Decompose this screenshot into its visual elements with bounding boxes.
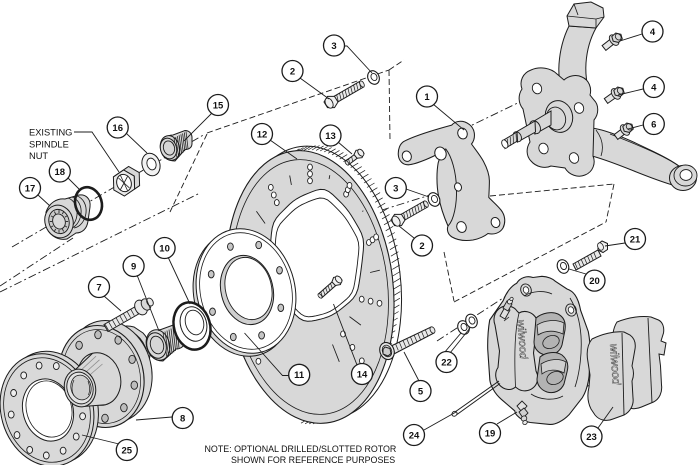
svg-text:15: 15 [213,100,224,111]
svg-text:4: 4 [651,82,657,93]
svg-text:23: 23 [586,432,597,443]
svg-text:22: 22 [441,357,452,368]
svg-text:8: 8 [180,413,185,424]
svg-text:wilwood: wilwood [607,343,622,385]
svg-text:6: 6 [651,119,656,130]
svg-text:10: 10 [159,243,170,254]
svg-text:NOTE: OPTIONAL DRILLED/SLOTTED: NOTE: OPTIONAL DRILLED/SLOTTED ROTOR [205,444,397,454]
svg-text:NUT: NUT [29,151,48,161]
svg-text:SHOWN FOR REFERENCE PURPOSES: SHOWN FOR REFERENCE PURPOSES [231,455,395,465]
svg-text:25: 25 [122,445,133,456]
svg-text:3: 3 [331,41,336,52]
svg-text:20: 20 [589,276,600,287]
svg-text:9: 9 [131,261,136,272]
svg-text:2: 2 [419,241,424,252]
svg-text:SPINDLE: SPINDLE [29,140,69,150]
svg-text:EXISTING: EXISTING [29,128,72,138]
svg-text:5: 5 [418,386,424,397]
svg-text:7: 7 [96,282,101,293]
svg-text:19: 19 [485,428,496,439]
svg-text:24: 24 [409,430,420,441]
svg-text:3: 3 [393,183,398,194]
svg-text:18: 18 [55,167,66,178]
svg-text:21: 21 [630,234,641,245]
svg-text:11: 11 [294,370,305,381]
svg-text:4: 4 [650,27,656,38]
svg-text:14: 14 [357,369,368,380]
svg-text:1: 1 [424,92,430,103]
svg-text:16: 16 [112,123,123,134]
svg-text:12: 12 [257,129,268,140]
svg-text:2: 2 [290,66,295,77]
svg-text:13: 13 [325,131,336,142]
svg-text:wilwood: wilwood [515,319,530,360]
svg-text:17: 17 [25,183,36,194]
